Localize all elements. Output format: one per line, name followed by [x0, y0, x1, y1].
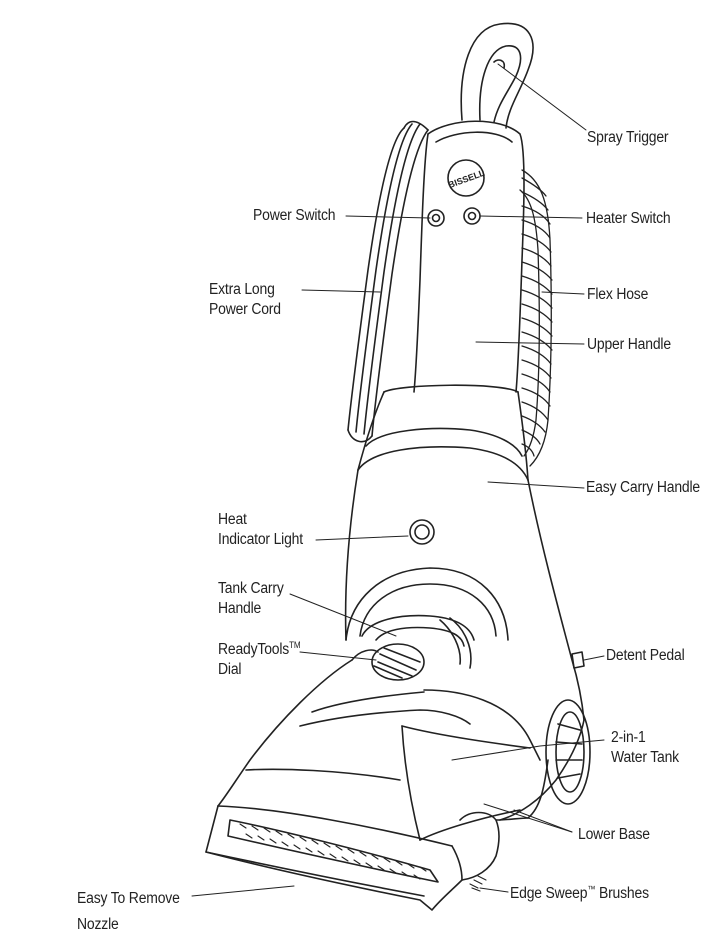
label-edge-sweep-name: Edge Sweep — [510, 885, 588, 902]
label-power-switch: Power Switch — [253, 206, 336, 226]
label-edge-sweep-brushes: Edge Sweep™ Brushes — [510, 884, 649, 904]
label-easy-carry-handle-text: Easy Carry Handle — [586, 479, 701, 496]
label-heat-line2: Indicator Light — [218, 531, 303, 548]
detent-pedal — [571, 651, 585, 669]
label-upper-handle: Upper Handle — [587, 335, 671, 355]
label-water-tank: 2-in-1 Water Tank — [611, 728, 679, 768]
label-readytools-line2: Dial — [218, 661, 242, 678]
label-lower-base: Lower Base — [578, 825, 650, 845]
lower-body — [344, 469, 585, 721]
label-detent-pedal-text: Detent Pedal — [606, 647, 685, 664]
label-heater-switch: Heater Switch — [586, 209, 671, 229]
label-heater-switch-text: Heater Switch — [586, 210, 671, 227]
upper-handle-body: BISSELL — [413, 120, 525, 393]
label-heat-indicator-light: Heat Indicator Light — [218, 510, 303, 550]
label-lower-base-text: Lower Base — [578, 826, 650, 843]
label-upper-handle-text: Upper Handle — [587, 336, 671, 353]
label-nozzle-line2: Nozzle — [77, 916, 119, 933]
label-spray-trigger-text: Spray Trigger — [587, 129, 669, 146]
label-edge-sweep-line: Edge Sweep™ Brushes — [510, 884, 649, 904]
label-detent-pedal: Detent Pedal — [606, 646, 685, 666]
label-water-tank-line1: 2-in-1 — [611, 729, 646, 746]
flex-hose — [519, 169, 553, 467]
label-tank-carry-handle: Tank Carry Handle — [218, 579, 284, 619]
label-water-tank-line2: Water Tank — [611, 749, 679, 766]
nozzle — [205, 805, 529, 911]
label-nozzle-line1: Easy To Remove — [77, 890, 180, 907]
label-flex-hose-text: Flex Hose — [587, 286, 649, 303]
label-easy-carry-handle-clip: Easy Carry Handle — [586, 478, 721, 500]
label-flex-hose: Flex Hose — [587, 285, 648, 305]
label-edge-sweep-tm: ™ — [587, 883, 596, 894]
label-heat-line1: Heat — [218, 511, 247, 528]
label-readytools-line1: ReadyToolsTM — [218, 639, 301, 660]
label-readytools-dial: ReadyToolsTM Dial — [218, 639, 301, 680]
label-easy-carry-handle: Easy Carry Handle — [586, 478, 700, 498]
brushes — [239, 823, 487, 892]
label-tank-carry-line2: Handle — [218, 600, 262, 617]
power-cord — [347, 120, 429, 443]
label-readytools-tm: TM — [289, 639, 301, 650]
label-edge-sweep-suffix: Brushes — [595, 885, 649, 902]
label-extra-long-power-cord: Extra Long Power Cord — [209, 280, 281, 320]
label-spray-trigger: Spray Trigger — [587, 128, 669, 148]
label-tank-carry-line1: Tank Carry — [218, 580, 284, 597]
handle-grip — [460, 22, 534, 129]
label-power-cord-line2: Power Cord — [209, 301, 281, 318]
leader-lines — [191, 63, 605, 897]
label-power-switch-text: Power Switch — [253, 207, 336, 224]
label-power-cord-line1: Extra Long — [209, 281, 275, 298]
svg-text:BISSELL: BISSELL — [447, 168, 487, 191]
mid-body — [357, 384, 529, 481]
label-readytools-name: ReadyTools — [218, 641, 290, 658]
base-body — [217, 659, 591, 841]
label-easy-to-remove-nozzle: Easy To Remove Nozzle — [77, 886, 180, 938]
